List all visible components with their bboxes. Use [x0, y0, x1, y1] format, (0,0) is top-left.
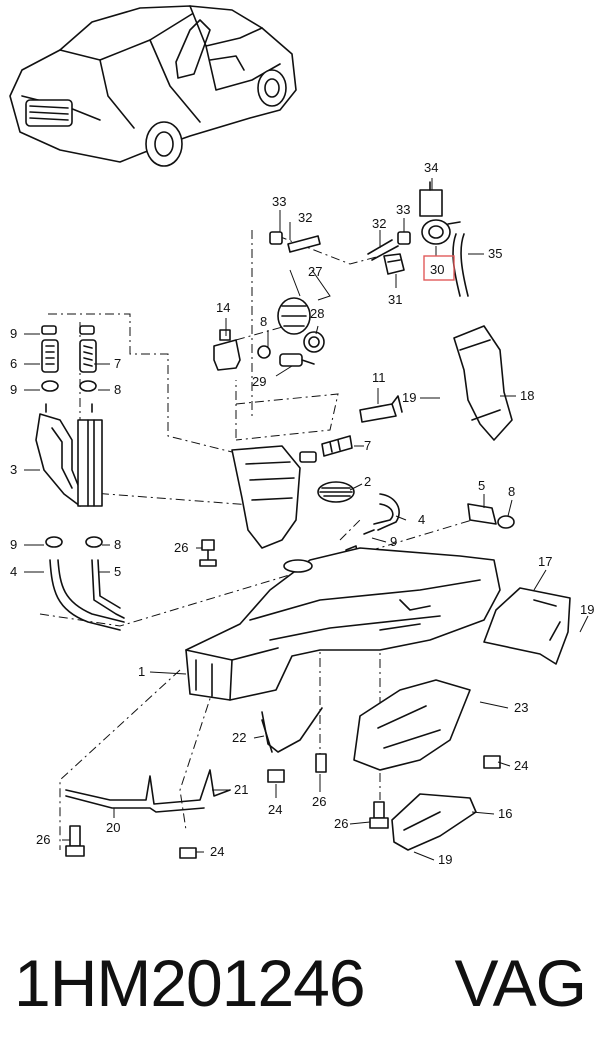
vent-line-assembly	[269, 181, 469, 297]
callout-17: 17	[538, 554, 552, 569]
callout-34: 34	[424, 160, 438, 175]
callout-26: 26	[312, 794, 326, 809]
left-hose-assembly	[35, 325, 125, 631]
callout-4: 4	[418, 512, 425, 527]
callout-16: 16	[498, 806, 512, 821]
callout-19: 19	[402, 390, 416, 405]
callout-19: 19	[580, 602, 594, 617]
filler-neck	[231, 445, 400, 563]
callout-labels: 9 6 9 3 9 4 7 8 8 5 14 8 29 28 27 33 32 …	[10, 160, 594, 867]
callout-28: 28	[310, 306, 324, 321]
callout-9: 9	[10, 382, 17, 397]
brand-label: VAG	[454, 946, 587, 1020]
tank-straps	[65, 707, 323, 813]
callout-9: 9	[390, 534, 397, 549]
callout-23: 23	[514, 700, 528, 715]
callout-26: 26	[334, 816, 348, 831]
callout-33: 33	[272, 194, 286, 209]
callout-9: 9	[10, 537, 17, 552]
callout-32: 32	[298, 210, 312, 225]
callout-7: 7	[114, 356, 121, 371]
callout-1: 1	[138, 664, 145, 679]
callout-18: 18	[520, 388, 534, 403]
callout-26: 26	[174, 540, 188, 555]
callout-21: 21	[234, 782, 248, 797]
callout-31: 31	[388, 292, 402, 307]
callout-33: 33	[396, 202, 410, 217]
callout-24: 24	[268, 802, 282, 817]
car-illustration	[9, 5, 297, 167]
vent-components	[213, 297, 403, 463]
callout-2: 2	[364, 474, 371, 489]
callout-8: 8	[114, 537, 121, 552]
callout-11: 11	[372, 370, 386, 385]
callout-5: 5	[478, 478, 485, 493]
callout-6: 6	[10, 356, 17, 371]
callout-27: 27	[308, 264, 322, 279]
callout-19: 19	[438, 852, 452, 867]
callout-24: 24	[210, 844, 224, 859]
callout-8: 8	[114, 382, 121, 397]
callout-4: 4	[10, 564, 17, 579]
callout-32: 32	[372, 216, 386, 231]
callout-8: 8	[508, 484, 515, 499]
footer: 1HM201246 VAG	[0, 928, 600, 1038]
callout-24: 24	[514, 758, 528, 773]
callout-8: 8	[260, 314, 267, 329]
heat-shields	[353, 325, 571, 851]
leader-lines	[24, 178, 589, 861]
callout-26: 26	[36, 832, 50, 847]
callout-9: 9	[10, 326, 17, 341]
fuel-tank	[185, 547, 501, 701]
callout-3: 3	[10, 462, 17, 477]
callout-35: 35	[488, 246, 502, 261]
callout-30: 30	[430, 262, 444, 277]
callout-7: 7	[364, 438, 371, 453]
part-number: 1HM201246	[14, 946, 366, 1020]
right-pipe-stubs	[467, 503, 515, 529]
parts-exploded-diagram: 9 6 9 3 9 4 7 8 8 5 14 8 29 28 27 33 32 …	[9, 5, 594, 867]
callout-5: 5	[114, 564, 121, 579]
fasteners	[65, 539, 501, 859]
callout-14: 14	[216, 300, 230, 315]
highlight-box	[423, 255, 455, 281]
callout-29: 29	[252, 374, 266, 389]
callout-20: 20	[106, 820, 120, 835]
callout-22: 22	[232, 730, 246, 745]
